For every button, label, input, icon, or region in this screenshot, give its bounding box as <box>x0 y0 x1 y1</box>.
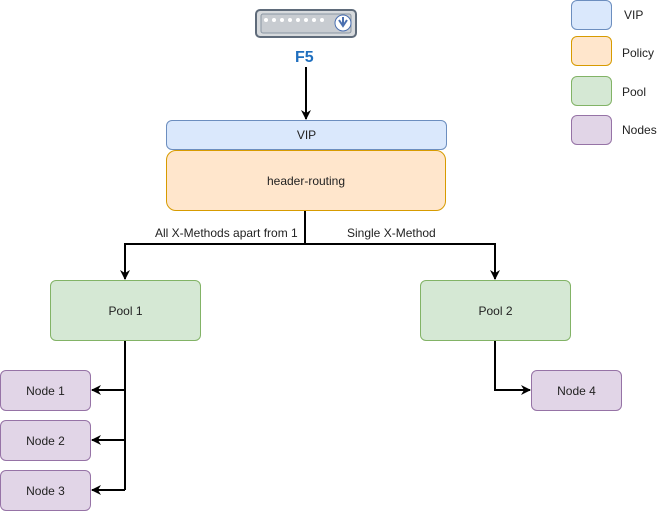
node-4-label: Node 4 <box>557 383 596 398</box>
left-branch-label: All X-Methods apart from 1 <box>153 226 300 240</box>
policy-label: header-routing <box>266 173 346 188</box>
legend-policy-swatch <box>571 36 612 66</box>
node-1-box[interactable]: Node 1 <box>0 370 91 411</box>
edge-pool2-to-node4 <box>494 341 531 395</box>
legend-pool-label: Pool <box>622 85 647 99</box>
pool-2-box[interactable]: Pool 2 <box>420 280 571 341</box>
legend-vip-label: VIP <box>624 8 644 22</box>
legend-nodes-label: Nodes <box>622 123 657 137</box>
legend-policy-label: Policy <box>622 46 655 60</box>
node-1-label: Node 1 <box>26 383 65 398</box>
policy-box[interactable]: header-routing <box>166 150 446 211</box>
legend-pool-swatch <box>571 76 612 106</box>
legend-nodes-swatch <box>571 115 612 145</box>
f5-load-balancer-icon <box>255 9 357 38</box>
node-4-box[interactable]: Node 4 <box>531 370 622 411</box>
legend-vip-swatch <box>571 0 612 30</box>
edge-policy-to-pool2 <box>305 243 500 280</box>
pool-1-label: Pool 1 <box>108 303 143 318</box>
edge-policy-to-pool1 <box>120 243 305 280</box>
vip-box[interactable]: VIP <box>166 120 447 150</box>
f5-label: F5 <box>295 49 314 66</box>
node-2-label: Node 2 <box>26 433 65 448</box>
right-branch-label: Single X-Method <box>345 226 438 240</box>
pool-1-box[interactable]: Pool 1 <box>50 280 201 341</box>
node-3-box[interactable]: Node 3 <box>0 470 91 511</box>
vip-label: VIP <box>296 128 317 142</box>
node-2-box[interactable]: Node 2 <box>0 420 91 461</box>
pool-2-label: Pool 2 <box>478 303 513 318</box>
node-3-label: Node 3 <box>26 483 65 498</box>
